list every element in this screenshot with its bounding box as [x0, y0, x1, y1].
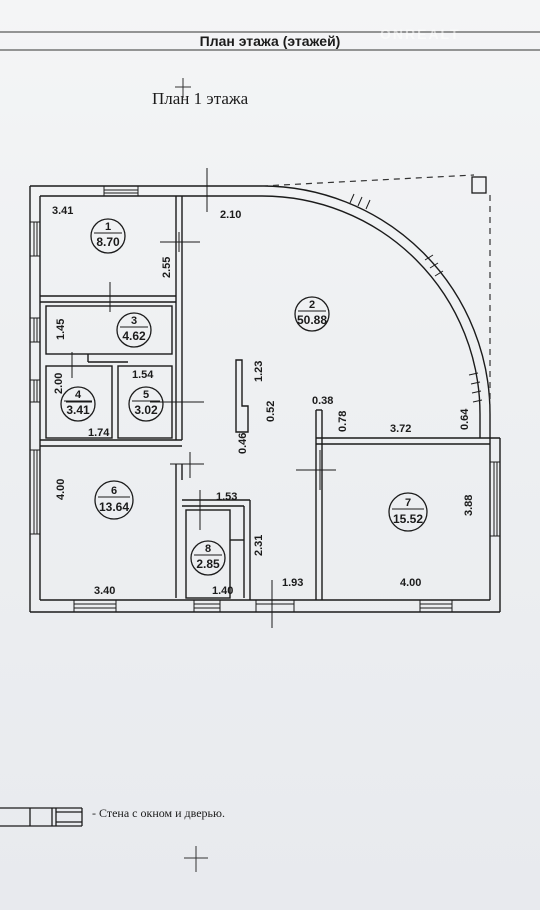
room-marker-6: 6 13.64 [94, 480, 134, 520]
dim-0-46: 0.46 [237, 433, 249, 454]
watermark: ONREALT [380, 26, 461, 42]
room-8-number: 8 [205, 543, 211, 555]
room-7-number: 7 [405, 497, 411, 509]
room-5-number: 5 [143, 389, 149, 401]
room-2-number: 2 [309, 299, 315, 311]
dim-1-45: 1.45 [55, 319, 67, 340]
registration-marks [175, 78, 208, 872]
dim-0-52: 0.52 [265, 401, 277, 422]
dim-1-53: 1.53 [216, 491, 237, 503]
room-5-area: 3.02 [134, 403, 158, 417]
dim-4-00-left: 4.00 [55, 479, 67, 500]
dim-2-55: 2.55 [161, 257, 173, 278]
dim-0-78: 0.78 [337, 411, 349, 432]
dim-1-54: 1.54 [132, 369, 154, 381]
windows [30, 186, 500, 612]
corner-column [471, 176, 487, 194]
dim-3-72: 3.72 [390, 423, 411, 435]
dim-1-93: 1.93 [282, 577, 303, 589]
room-6-number: 6 [111, 485, 117, 497]
header-band [0, 30, 540, 52]
dim-1-40: 1.40 [212, 585, 233, 597]
room-2-area: 50.88 [297, 313, 327, 327]
room-3-area: 4.62 [122, 329, 146, 343]
dim-0-38: 0.38 [312, 395, 333, 407]
floor-title: План 1 этажа [152, 89, 249, 108]
legend-wall-symbol [0, 807, 83, 827]
room-6-area: 13.64 [99, 500, 129, 514]
page-header: План этажа (этажей) [199, 33, 341, 49]
room-marker-8: 8 2.85 [190, 540, 226, 576]
room-3-number: 3 [131, 315, 137, 327]
room-marker-2: 2 50.88 [294, 296, 330, 332]
room-1-number: 1 [105, 221, 111, 233]
room-4-area: 3.41 [66, 403, 90, 417]
legend-text: - Стена с окном и дверью. [92, 806, 225, 820]
room-marker-7: 7 15.52 [388, 492, 428, 532]
dim-1-23: 1.23 [253, 361, 265, 382]
room-marker-1: 1 8.70 [90, 218, 126, 254]
door-marks [66, 168, 336, 628]
room-8-area: 2.85 [196, 557, 220, 571]
room-marker-5: 5 3.02 [128, 386, 164, 422]
dim-2-31: 2.31 [253, 535, 265, 556]
room-4-number: 4 [75, 389, 82, 401]
dim-2-00: 2.00 [53, 373, 65, 394]
header-rules [0, 31, 540, 51]
dim-3-88: 3.88 [463, 495, 475, 516]
dim-2-10: 2.10 [220, 209, 241, 221]
dim-4-00-bottom: 4.00 [400, 577, 421, 589]
dim-3-41-top: 3.41 [52, 205, 73, 217]
dashed-outline [261, 174, 491, 412]
outer-walls [29, 185, 501, 613]
dim-0-64: 0.64 [459, 408, 471, 430]
room-7-area: 15.52 [393, 512, 423, 526]
interior-walls [40, 196, 490, 600]
room-1-area: 8.70 [96, 235, 120, 249]
room-marker-4: 4 3.41 [60, 386, 96, 422]
dim-1-74: 1.74 [88, 427, 110, 439]
dim-3-40: 3.40 [94, 585, 115, 597]
room-marker-3: 3 4.62 [116, 312, 152, 348]
curved-wall-ticks [349, 193, 483, 403]
